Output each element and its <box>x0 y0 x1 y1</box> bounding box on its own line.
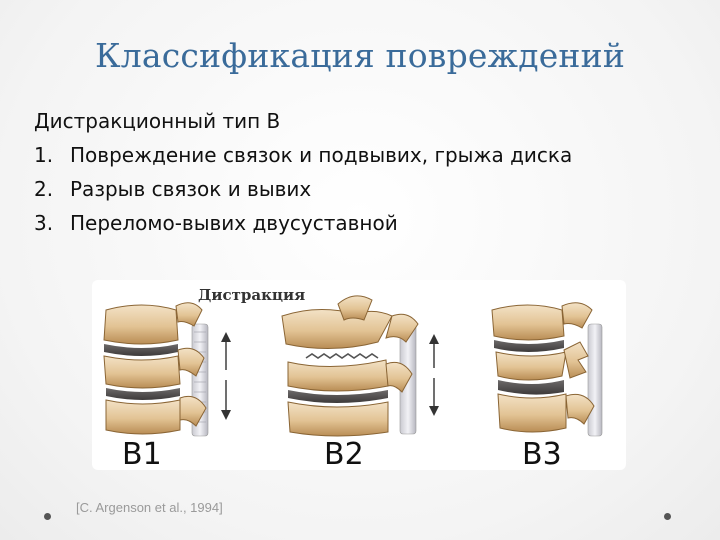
process <box>385 361 413 393</box>
process <box>385 313 419 343</box>
vertebra <box>495 351 567 381</box>
vertebra <box>105 399 181 435</box>
list-number: 3. <box>34 211 54 235</box>
list-item: 3. Переломо-вывих двусуставной <box>34 206 694 240</box>
arrowhead-icon <box>429 334 439 344</box>
spine-b1 <box>103 302 231 437</box>
vertebra <box>103 355 181 389</box>
process <box>175 302 203 327</box>
body-heading: Дистракционный тип В <box>34 109 281 133</box>
bullet-dot-icon <box>44 513 51 520</box>
label-b3: B3 <box>522 437 562 470</box>
spine-injury-figure: Дистракция <box>92 280 626 470</box>
process <box>177 347 205 377</box>
list-number: 1. <box>34 143 54 167</box>
disc <box>494 340 564 352</box>
list-item: 2. Разрыв связок и вывих <box>34 172 694 206</box>
disc <box>498 380 564 395</box>
slide-body: Дистракционный тип В 1. Повреждение связ… <box>34 104 694 240</box>
arrowhead-icon <box>429 406 439 416</box>
vertebra <box>491 304 565 341</box>
label-b1: B1 <box>122 437 162 470</box>
vertebra <box>497 393 567 433</box>
arrowhead-icon <box>221 410 231 420</box>
list-text: Повреждение связок и подвывих, грыжа дис… <box>70 143 573 167</box>
fracture-line <box>305 353 379 359</box>
citation: [C. Argenson et al., 1994] <box>76 500 223 515</box>
vertebra <box>287 401 389 437</box>
ligament-strip <box>587 323 603 437</box>
vertebra <box>287 359 389 392</box>
arrowhead-icon <box>221 332 231 342</box>
vertebra <box>103 304 179 345</box>
disc <box>106 388 180 400</box>
spine-b3 <box>491 302 603 437</box>
label-b2: B2 <box>324 437 364 470</box>
disc <box>288 390 388 403</box>
broken-process <box>563 341 589 379</box>
process <box>179 395 207 427</box>
slide-title: Классификация повреждений <box>94 36 626 75</box>
spine-b2 <box>281 295 439 437</box>
list-text: Разрыв связок и вывих <box>70 177 312 201</box>
list-text: Переломо-вывих двусуставной <box>70 211 398 235</box>
figure-caption: Дистракция <box>198 286 305 304</box>
vertebra <box>281 308 393 349</box>
spine-illustration: Дистракция <box>103 286 603 470</box>
process <box>561 302 593 329</box>
list-number: 2. <box>34 177 54 201</box>
bullet-dot-icon <box>664 513 671 520</box>
disc <box>104 344 178 356</box>
process <box>337 295 373 321</box>
classification-list: 1. Повреждение связок и подвывих, грыжа … <box>34 138 694 240</box>
list-item: 1. Повреждение связок и подвывих, грыжа … <box>34 138 694 172</box>
process <box>565 393 595 425</box>
